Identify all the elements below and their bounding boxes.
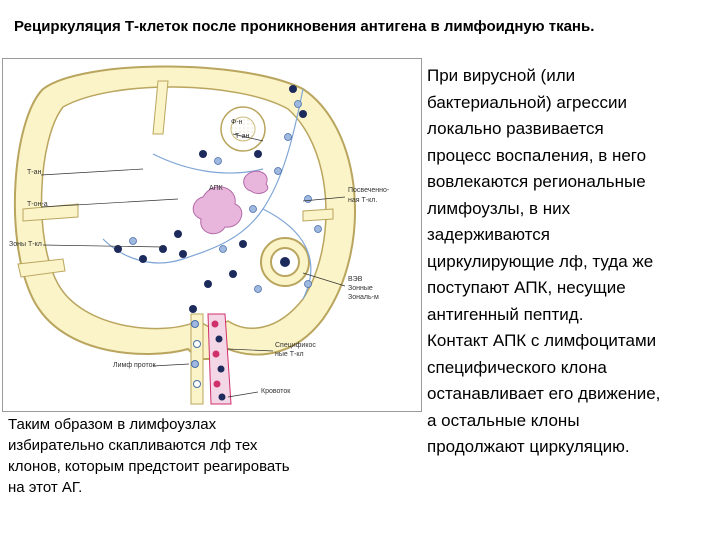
vessel-cells xyxy=(191,320,226,401)
label-t-an: Т-ан xyxy=(235,133,250,140)
label-f-n: Ф-н xyxy=(231,119,243,126)
side-line: останавливает его движение, xyxy=(427,384,661,403)
side-line: локально развивается xyxy=(427,119,604,138)
side-line: циркулирующие лф, туда же xyxy=(427,251,654,271)
slide-title: Рециркуляция Т-клеток после проникновени… xyxy=(14,18,595,35)
trabecula-left2 xyxy=(17,258,66,278)
side-line: Контакт АПК с лимфоцитами xyxy=(427,331,657,350)
t-cells-light xyxy=(129,100,322,293)
side-line: продолжают циркуляцию. xyxy=(427,437,630,456)
side-line: лимфоузлы, в них xyxy=(427,198,571,218)
node-cortex xyxy=(40,86,327,330)
side-line: антигенный пептид. xyxy=(427,304,584,324)
label-t-cell-zones: Зоны Т-кл xyxy=(9,241,42,248)
side-explanation: При вирусной (или бактериальной) агресси… xyxy=(427,63,717,461)
t-cells-dark xyxy=(114,85,307,313)
label-hev: ВЭВ xyxy=(348,276,363,283)
label-lymph-duct: Лимф проток xyxy=(113,362,156,369)
side-line: При вирусной (или xyxy=(427,66,576,85)
side-line: процесс воспаления, в него xyxy=(427,145,647,165)
label-t-an-left: Т-ан xyxy=(27,169,42,176)
side-line: специфического клона xyxy=(427,357,607,377)
label-t-on-a: Т-он-а xyxy=(27,201,48,208)
side-line: вовлекаются региональные xyxy=(427,172,646,191)
caption-line: Таким образом в лимфоузлах xyxy=(8,416,217,433)
label-specific-2: ные Т-кл xyxy=(275,351,304,358)
apc-cell xyxy=(192,186,243,235)
side-line: а остальные клоны xyxy=(427,410,580,430)
label-zones: Зонные xyxy=(348,285,373,292)
efferent-duct xyxy=(190,313,204,405)
caption-line: избирательно скапливаются лф тех xyxy=(8,437,258,454)
label-zonal: Зональ-м xyxy=(348,294,379,301)
label-activated-2: ная Т-кл. xyxy=(348,197,378,204)
trabecula-top xyxy=(152,80,169,135)
figure-caption: Таким образом в лимфоузлах избирательно … xyxy=(8,414,368,498)
side-line: бактериальной) агрессии xyxy=(427,92,627,112)
lymph-node-figure: Ф-н Т-ан Т-ан Т-он-а Зоны Т-кл АПК Посве… xyxy=(2,58,422,412)
label-bloodstream: Кровоток xyxy=(261,388,291,395)
caption-line: на этот АГ. xyxy=(8,479,83,496)
blood-vessel xyxy=(207,313,232,405)
label-apc: АПК xyxy=(209,185,223,192)
apc-cell-2 xyxy=(243,170,269,194)
leader-lines xyxy=(40,133,346,398)
label-specific-1: Спецификос xyxy=(275,342,316,349)
lymph-node-diagram xyxy=(13,65,356,405)
trabecula-right xyxy=(302,208,334,222)
label-activated-1: Посвеченно- xyxy=(348,187,390,194)
side-line: поступают АПК, несущие xyxy=(427,278,626,297)
side-line: задерживаются xyxy=(427,225,550,244)
caption-line: клонов, которым предстоит реагировать xyxy=(8,458,290,475)
circulation-path-3 xyxy=(152,153,264,174)
